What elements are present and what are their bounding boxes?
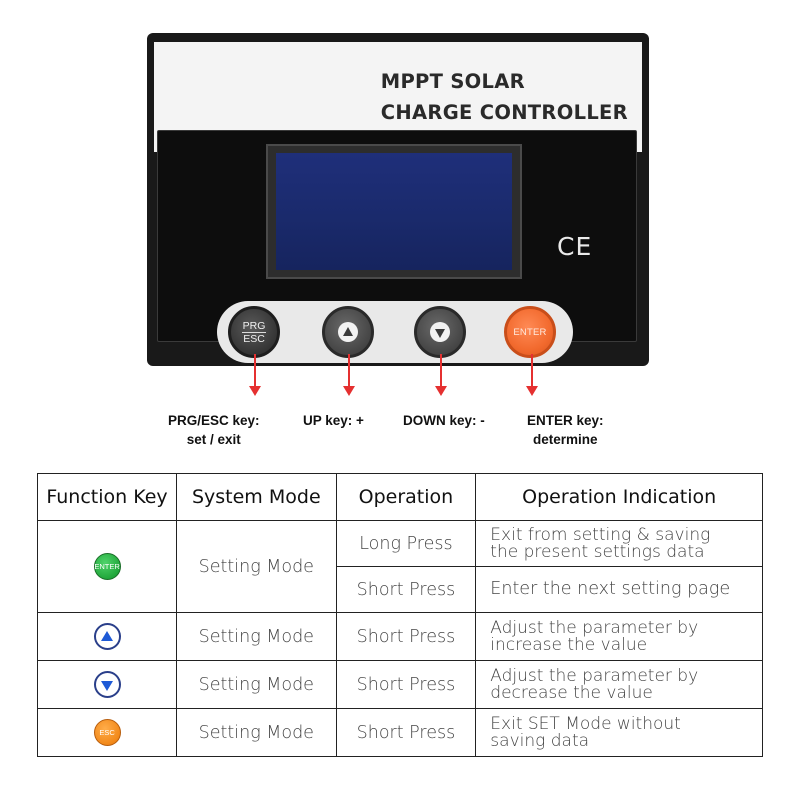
indication-line: Adjust the parameter by (490, 665, 699, 686)
enter-caption-line1: ENTER key: (527, 413, 604, 428)
table-row: ESC Setting Mode Short Press Exit SET Mo… (36, 708, 763, 757)
up-caption: UP key: + (303, 411, 364, 430)
operation-cell: Short Press (335, 566, 477, 613)
enter-key-label: ENTER (513, 326, 547, 338)
up-triangle-icon (93, 623, 121, 650)
arrow-down-icon (435, 354, 447, 396)
table-row: Setting Mode Short Press Adjust the para… (36, 660, 763, 709)
operation-cell: Short Press (335, 660, 477, 709)
table-header-row: Function Key System Mode Operation Opera… (36, 473, 763, 521)
prg-label: PRG (241, 319, 267, 333)
indication-line: saving data (490, 730, 590, 751)
table-row: ENTER Setting Mode Long Press Exit from … (36, 520, 763, 613)
indication-cell: Enter the next setting page (475, 566, 763, 613)
up-key[interactable] (322, 306, 374, 358)
indication-cell: Exit SET Mode without saving data (475, 708, 763, 757)
header-operation: Operation (335, 473, 477, 521)
product-title-line2: CHARGE CONTROLLER (380, 101, 628, 124)
table-row: Short Press Enter the next setting page (38, 566, 763, 613)
esc-badge-label: ESC (99, 728, 115, 737)
indication-line: the present settings data (490, 541, 705, 562)
down-triangle-icon (93, 671, 121, 698)
esc-key-cell: ESC (36, 708, 178, 757)
indication-line: Adjust the parameter by (490, 617, 699, 638)
header-function-key: Function Key (36, 473, 178, 521)
down-key[interactable] (414, 306, 466, 358)
mode-cell: Setting Mode (176, 520, 337, 613)
mode-cell: Setting Mode (176, 708, 337, 757)
enter-key-cell: ENTER (36, 520, 178, 613)
prg-esc-key-label: PRG ESC (241, 319, 267, 345)
indication-cell: Adjust the parameter by increase the val… (475, 612, 763, 661)
up-arrow-icon (338, 322, 358, 342)
esc-key-badge: ESC (93, 719, 121, 746)
product-title: MPPT SOLAR CHARGE CONTROLLER (381, 66, 628, 128)
indication-cell: Exit from setting & saving the present s… (475, 520, 763, 567)
down-key-cell (36, 660, 178, 709)
indication-line: Exit SET Mode without (490, 713, 681, 734)
indication-line: increase the value (490, 634, 648, 655)
operation-cell: Short Press (335, 612, 477, 661)
ce-mark: CE (557, 232, 593, 261)
prg-esc-caption-line2: set / exit (186, 432, 241, 447)
enter-caption-line2: determine (533, 432, 598, 447)
lcd-screen (276, 153, 512, 270)
arrow-down-icon (526, 354, 538, 396)
lcd-frame (266, 144, 522, 279)
product-title-line1: MPPT SOLAR (380, 70, 525, 93)
prg-esc-caption: PRG/ESC key: set / exit (168, 411, 260, 449)
enter-key[interactable]: ENTER (504, 306, 556, 358)
mode-cell: Setting Mode (176, 612, 337, 661)
prg-esc-key[interactable]: PRG ESC (228, 306, 280, 358)
header-operation-indication: Operation Indication (475, 473, 763, 521)
indication-line: decrease the value (490, 682, 653, 703)
indication-line: Enter the next setting page (490, 579, 731, 599)
prg-esc-caption-line1: PRG/ESC key: (168, 413, 260, 428)
controller-panel: MPPT SOLAR CHARGE CONTROLLER CE PRG ESC … (147, 33, 649, 366)
esc-label: ESC (243, 332, 265, 345)
function-key-table: Function Key System Mode Operation Opera… (36, 473, 763, 757)
down-caption-text: DOWN key: - (403, 413, 485, 428)
down-arrow-icon (430, 322, 450, 342)
mode-cell: Setting Mode (176, 660, 337, 709)
arrow-down-icon (343, 354, 355, 396)
indication-line: Exit from setting & saving (490, 524, 711, 545)
up-caption-text: UP key: + (303, 413, 364, 428)
table-row: Setting Mode Short Press Adjust the para… (36, 612, 763, 661)
arrow-down-icon (249, 354, 261, 396)
enter-key-badge: ENTER (93, 553, 121, 580)
operation-cell: Long Press (335, 520, 477, 567)
enter-caption: ENTER key: determine (527, 411, 604, 449)
down-caption: DOWN key: - (403, 411, 485, 430)
indication-cell: Adjust the parameter by decrease the val… (475, 660, 763, 709)
up-key-cell (36, 612, 178, 661)
operation-cell: Short Press (335, 708, 477, 757)
header-system-mode: System Mode (176, 473, 337, 521)
enter-badge-label: ENTER (94, 562, 120, 571)
